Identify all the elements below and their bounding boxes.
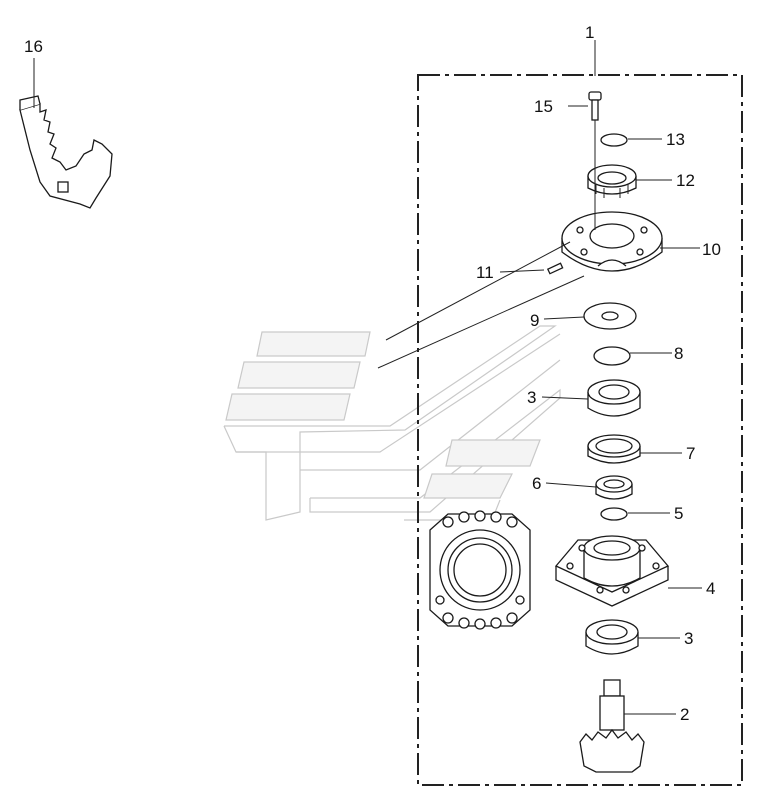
callout-12: 12 xyxy=(676,171,695,190)
callout-9: 9 xyxy=(530,311,539,330)
part-2-pinion-shaft xyxy=(579,679,676,773)
part-11-pin xyxy=(499,262,564,275)
leader-11-long xyxy=(385,241,571,341)
part-4-front-view xyxy=(429,510,531,630)
callout-10: 10 xyxy=(702,240,721,259)
part-9-washer xyxy=(543,302,637,330)
callout-15: 15 xyxy=(534,97,553,116)
callout-3-upper: 3 xyxy=(527,388,536,407)
part-16-wrench xyxy=(19,58,113,209)
callout-7: 7 xyxy=(686,444,695,463)
callout-3-lower: 3 xyxy=(684,629,693,648)
part-12-castle-nut xyxy=(587,164,672,198)
assembly-boundary xyxy=(417,74,743,786)
leader-9-long xyxy=(377,275,585,369)
part-3-bearing-upper xyxy=(541,379,641,417)
callout-16: 16 xyxy=(24,37,43,56)
callout-5: 5 xyxy=(674,504,683,523)
callout-11: 11 xyxy=(476,263,494,282)
watermark-logo xyxy=(223,325,561,521)
callout-4: 4 xyxy=(706,579,715,598)
callout-6: 6 xyxy=(532,474,541,493)
part-8-seal xyxy=(593,346,672,366)
part-15-bolt xyxy=(568,91,602,121)
callout-2: 2 xyxy=(680,705,689,724)
part-7-race xyxy=(587,434,682,464)
callout-8: 8 xyxy=(674,344,683,363)
part-3-bearing-lower xyxy=(585,619,680,655)
part-4-housing xyxy=(554,535,702,607)
callout-13: 13 xyxy=(666,130,685,149)
part-5-oring xyxy=(600,507,670,521)
part-6-spacer xyxy=(545,475,633,500)
callout-1: 1 xyxy=(585,23,594,42)
part-13-oring xyxy=(600,133,662,147)
part-10-flange-plate xyxy=(561,211,700,272)
